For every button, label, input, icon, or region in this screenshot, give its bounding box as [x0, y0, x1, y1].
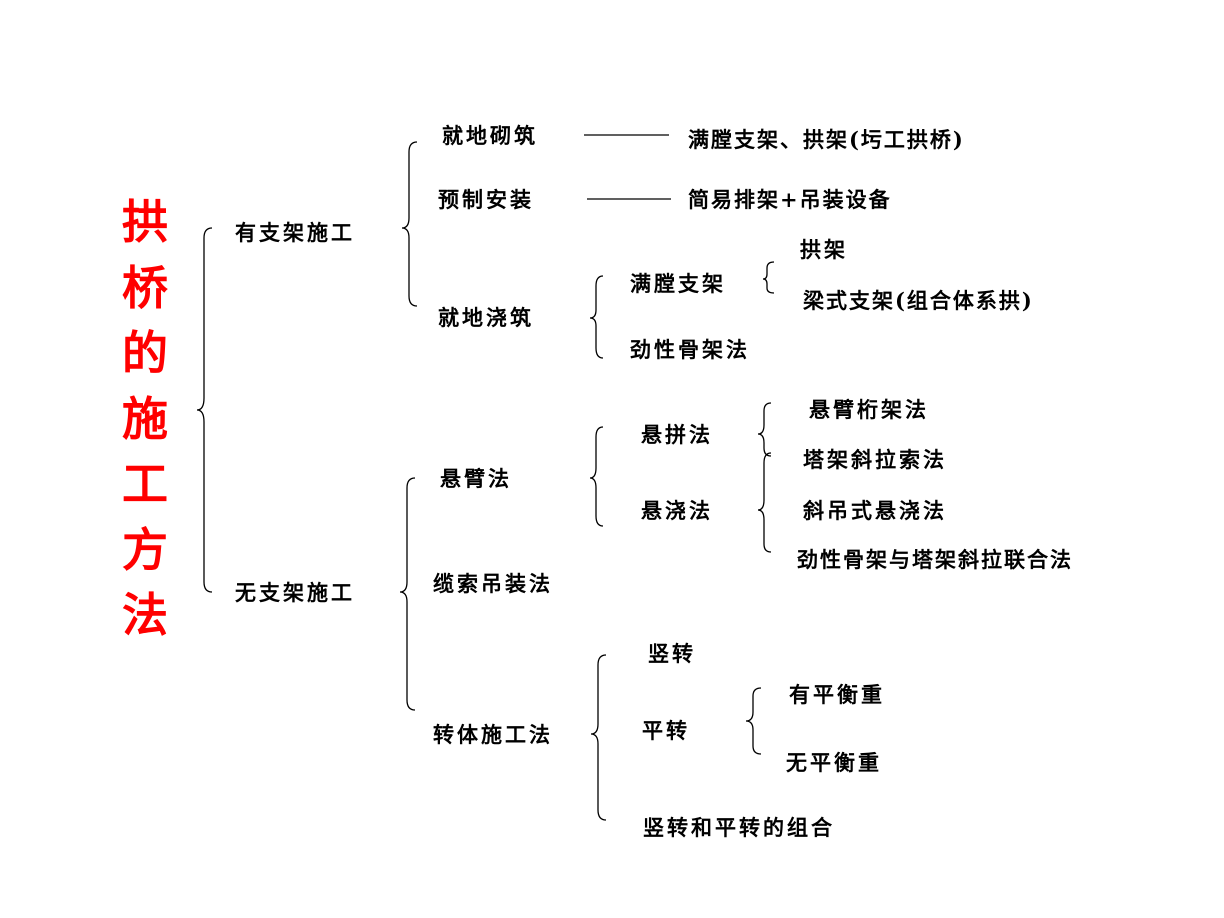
node-without-counterweight: 无平衡重	[786, 750, 882, 775]
main-brace	[196, 227, 213, 593]
with-support-brace	[401, 141, 418, 307]
node-stiff-skeleton: 劲性骨架法	[630, 337, 750, 362]
title-char: 桥	[122, 260, 168, 315]
cantilever-casting-brace	[757, 452, 772, 553]
node-precast: 预制安装	[438, 187, 534, 212]
node-rotation: 转体施工法	[433, 722, 553, 747]
cantilever-brace	[589, 426, 604, 527]
node-with-support: 有支架施工	[235, 220, 355, 245]
node-cast-in-place: 就地浇筑	[438, 305, 534, 330]
node-cantilever-casting: 悬浇法	[641, 498, 713, 523]
node-cable-hoisting: 缆索吊装法	[433, 571, 553, 596]
node-combined: 劲性骨架与塔架斜拉联合法	[797, 547, 1073, 572]
node-beam-support: 梁式支架(组合体系拱)	[803, 288, 1034, 313]
node-without-support: 无支架施工	[235, 580, 355, 605]
main-title: 拱 桥 的 施 工 方 法	[112, 190, 178, 649]
rotation-brace	[590, 654, 607, 821]
node-cantilever: 悬臂法	[440, 466, 512, 491]
node-truss-method: 悬臂桁架法	[809, 397, 929, 422]
horizontal-rotation-brace	[745, 687, 762, 755]
full-support-brace	[762, 261, 775, 294]
title-char: 拱	[122, 195, 168, 249]
title-char: 的	[122, 326, 168, 380]
node-arch-frame: 拱架	[800, 237, 848, 262]
node-vertical-rotation: 竖转	[648, 641, 696, 666]
node-with-counterweight: 有平衡重	[789, 682, 885, 707]
title-char: 方	[122, 522, 168, 577]
title-char: 施	[122, 391, 168, 446]
node-full-support: 满膛支架	[630, 271, 726, 296]
node-tower-stay: 塔架斜拉索法	[803, 447, 947, 472]
title-char: 法	[122, 588, 168, 642]
node-masonry: 就地砌筑	[442, 123, 538, 148]
node-oblique-hanging: 斜吊式悬浇法	[803, 498, 947, 523]
title-char: 工	[122, 457, 168, 511]
node-precast-detail: 简易排架+吊装设备	[688, 187, 892, 212]
node-horizontal-rotation: 平转	[642, 718, 690, 743]
without-support-brace	[399, 477, 416, 711]
node-masonry-detail: 满膛支架、拱架(圬工拱桥)	[688, 127, 965, 152]
cast-in-place-brace	[589, 275, 604, 359]
node-combination: 竖转和平转的组合	[643, 815, 835, 840]
cantilever-assembly-brace	[757, 402, 772, 457]
node-cantilever-assembly: 悬拼法	[641, 422, 713, 447]
